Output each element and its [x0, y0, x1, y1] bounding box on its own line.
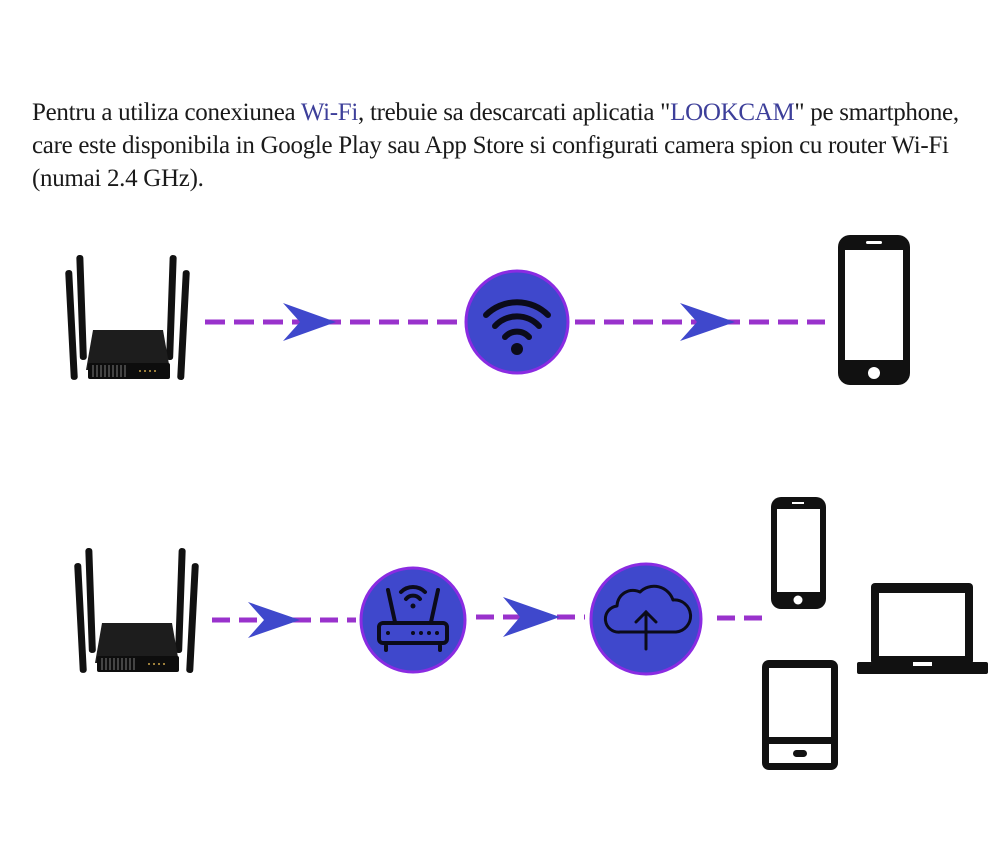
app-name-highlight: LOOKCAM — [670, 99, 795, 126]
arrow-icon — [680, 303, 735, 341]
smartphone-icon — [838, 235, 910, 385]
cloud-upload-icon — [589, 562, 703, 676]
arrow-icon — [503, 597, 560, 637]
intro-part: Pentru a utiliza conexiunea — [32, 99, 301, 126]
intro-part: " pe smartphone, care este disponibila i… — [32, 99, 959, 192]
smartphone-icon — [771, 497, 826, 609]
intro-text: Pentru a utiliza conexiunea Wi-Fi, trebu… — [32, 96, 982, 195]
wifi-icon — [464, 269, 570, 375]
arrow-icon — [248, 602, 300, 638]
wifi-highlight: Wi-Fi — [300, 99, 359, 126]
tablet-icon — [762, 660, 838, 770]
router-icon — [359, 566, 467, 674]
router-photo — [74, 547, 199, 674]
laptop-icon — [857, 583, 988, 674]
intro-part: , trebuie sa descarcati aplicatia " — [358, 99, 671, 126]
router-photo — [65, 254, 190, 381]
arrow-icon — [283, 303, 336, 341]
